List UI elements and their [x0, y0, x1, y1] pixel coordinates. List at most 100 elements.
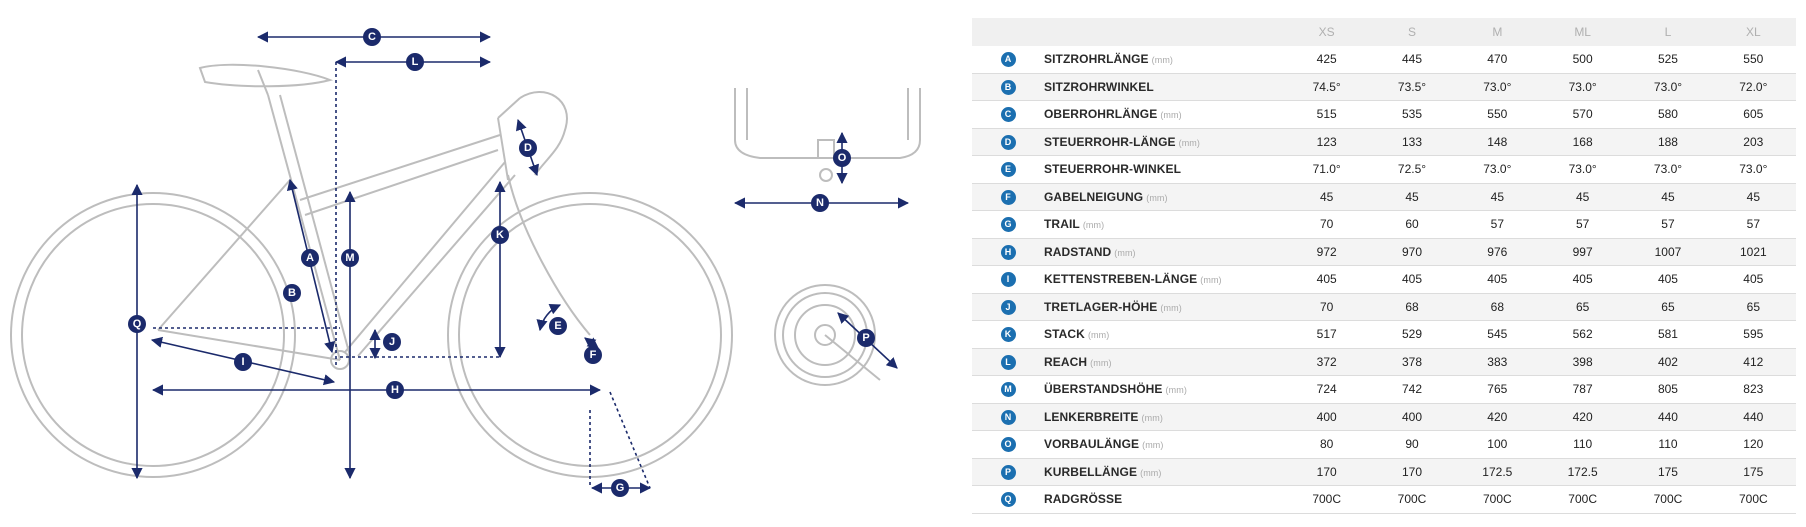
row-value-s: 90	[1369, 430, 1455, 459]
row-value-xs: 700C	[1284, 485, 1370, 514]
row-value-s: 170	[1369, 458, 1455, 486]
row-value-m: 73.0°	[1454, 155, 1540, 184]
row-badge-cell: F	[972, 183, 1044, 211]
svg-text:E: E	[554, 320, 561, 332]
row-value-l: 440	[1625, 403, 1711, 431]
row-value-l: 405	[1625, 265, 1711, 294]
row-value-s: 405	[1369, 265, 1455, 294]
row-key-badge: N	[1000, 409, 1016, 425]
row-key-badge: G	[1000, 217, 1016, 233]
row-value-s: 133	[1369, 128, 1455, 156]
row-value-xs: 70	[1284, 210, 1370, 239]
row-value-ml: 420	[1539, 403, 1626, 431]
row-badge-cell: L	[972, 348, 1044, 376]
row-badge-cell: D	[972, 128, 1044, 156]
down-tube	[344, 161, 506, 353]
row-name-cell: STEUERROHR-WINKEL	[1044, 155, 1284, 184]
row-value-l: 110	[1625, 430, 1711, 459]
label-f: F	[584, 346, 602, 364]
row-key-badge: O	[1000, 437, 1016, 453]
row-key-badge: J	[1000, 299, 1016, 315]
svg-text:H: H	[391, 384, 399, 396]
header-size-ml: ML	[1539, 18, 1626, 46]
row-unit: (mm)	[1151, 55, 1174, 66]
row-name: KURBELLÄNGE	[1044, 464, 1138, 479]
row-name: VORBAULÄNGE	[1044, 437, 1140, 452]
row-value-xl: 823	[1710, 375, 1796, 404]
row-value-s: 970	[1369, 238, 1455, 266]
row-value-l: 188	[1625, 128, 1711, 156]
row-value-l: 1007	[1625, 238, 1711, 266]
svg-text:F: F	[590, 349, 597, 361]
row-value-ml: 787	[1539, 375, 1626, 404]
label-b: B	[283, 284, 301, 302]
row-value-xl: 550	[1710, 46, 1796, 74]
row-value-s: 60	[1369, 210, 1455, 239]
row-badge-cell: O	[972, 430, 1044, 459]
svg-text:C: C	[368, 31, 376, 43]
row-badge-cell: P	[972, 458, 1044, 486]
row-key-badge: P	[1000, 464, 1016, 480]
row-name-cell: SITZROHRLÄNGE(mm)	[1044, 46, 1284, 74]
label-l: L	[406, 53, 424, 71]
row-value-m: 100	[1454, 430, 1540, 459]
handlebar	[519, 91, 568, 176]
row-value-m: 405	[1454, 265, 1540, 294]
row-value-l: 57	[1625, 210, 1711, 239]
row-value-m: 45	[1454, 183, 1540, 211]
svg-text:Q: Q	[133, 318, 142, 330]
svg-text:P: P	[862, 332, 869, 344]
row-value-xs: 170	[1284, 458, 1370, 486]
row-name-cell: VORBAULÄNGE(mm)	[1044, 430, 1284, 459]
row-value-s: 45	[1369, 183, 1455, 211]
row-key-badge: H	[1000, 244, 1016, 260]
row-value-xs: 515	[1284, 100, 1370, 129]
row-badge-cell: E	[972, 155, 1044, 184]
row-name: SITZROHRWINKEL	[1044, 79, 1154, 94]
diagram-labels: C L D O N K M A B Q E P J F I H G	[128, 28, 875, 497]
svg-text:N: N	[816, 197, 824, 209]
row-name: ÜBERSTANDSHÖHE	[1044, 382, 1163, 397]
row-unit: (mm)	[1090, 357, 1112, 368]
row-value-xs: 972	[1284, 238, 1370, 266]
row-value-xl: 73.0°	[1710, 155, 1796, 184]
row-value-l: 175	[1625, 458, 1711, 486]
svg-text:I: I	[241, 356, 244, 368]
row-badge-cell: M	[972, 375, 1044, 404]
row-value-ml: 997	[1539, 238, 1626, 266]
row-value-ml: 73.0°	[1539, 155, 1626, 184]
handlebar-front-view	[734, 88, 921, 182]
row-value-s: 378	[1369, 348, 1455, 376]
row-name-cell: KURBELLÄNGE(mm)	[1044, 458, 1284, 486]
row-value-s: 400	[1369, 403, 1455, 431]
header-size-l: L	[1625, 18, 1711, 46]
row-badge-cell: C	[972, 100, 1044, 129]
row-value-xs: 74.5°	[1284, 73, 1370, 101]
row-badge-cell: Q	[972, 485, 1044, 514]
row-value-ml: 405	[1539, 265, 1626, 294]
row-value-xl: 175	[1710, 458, 1796, 486]
row-value-l: 45	[1625, 183, 1711, 211]
header-size-xl: XL	[1710, 18, 1796, 46]
rear-wheel	[10, 192, 296, 478]
row-unit: (mm)	[1141, 412, 1163, 423]
row-value-xl: 57	[1710, 210, 1796, 239]
row-value-xs: 425	[1284, 46, 1370, 74]
row-name-cell: GABELNEIGUNG(mm)	[1044, 183, 1284, 211]
header-badge	[972, 18, 1044, 46]
row-value-l: 580	[1625, 100, 1711, 129]
row-name: LENKERBREITE	[1044, 409, 1139, 424]
row-unit: (mm)	[1160, 302, 1182, 313]
row-name: OBERROHRLÄNGE	[1044, 107, 1158, 122]
row-value-m: 700C	[1454, 485, 1540, 514]
row-key-badge: F	[1000, 189, 1016, 205]
row-value-xs: 405	[1284, 265, 1370, 294]
row-value-ml: 110	[1539, 430, 1626, 459]
row-name-cell: STACK(mm)	[1044, 320, 1284, 349]
header-size-s: S	[1369, 18, 1455, 46]
